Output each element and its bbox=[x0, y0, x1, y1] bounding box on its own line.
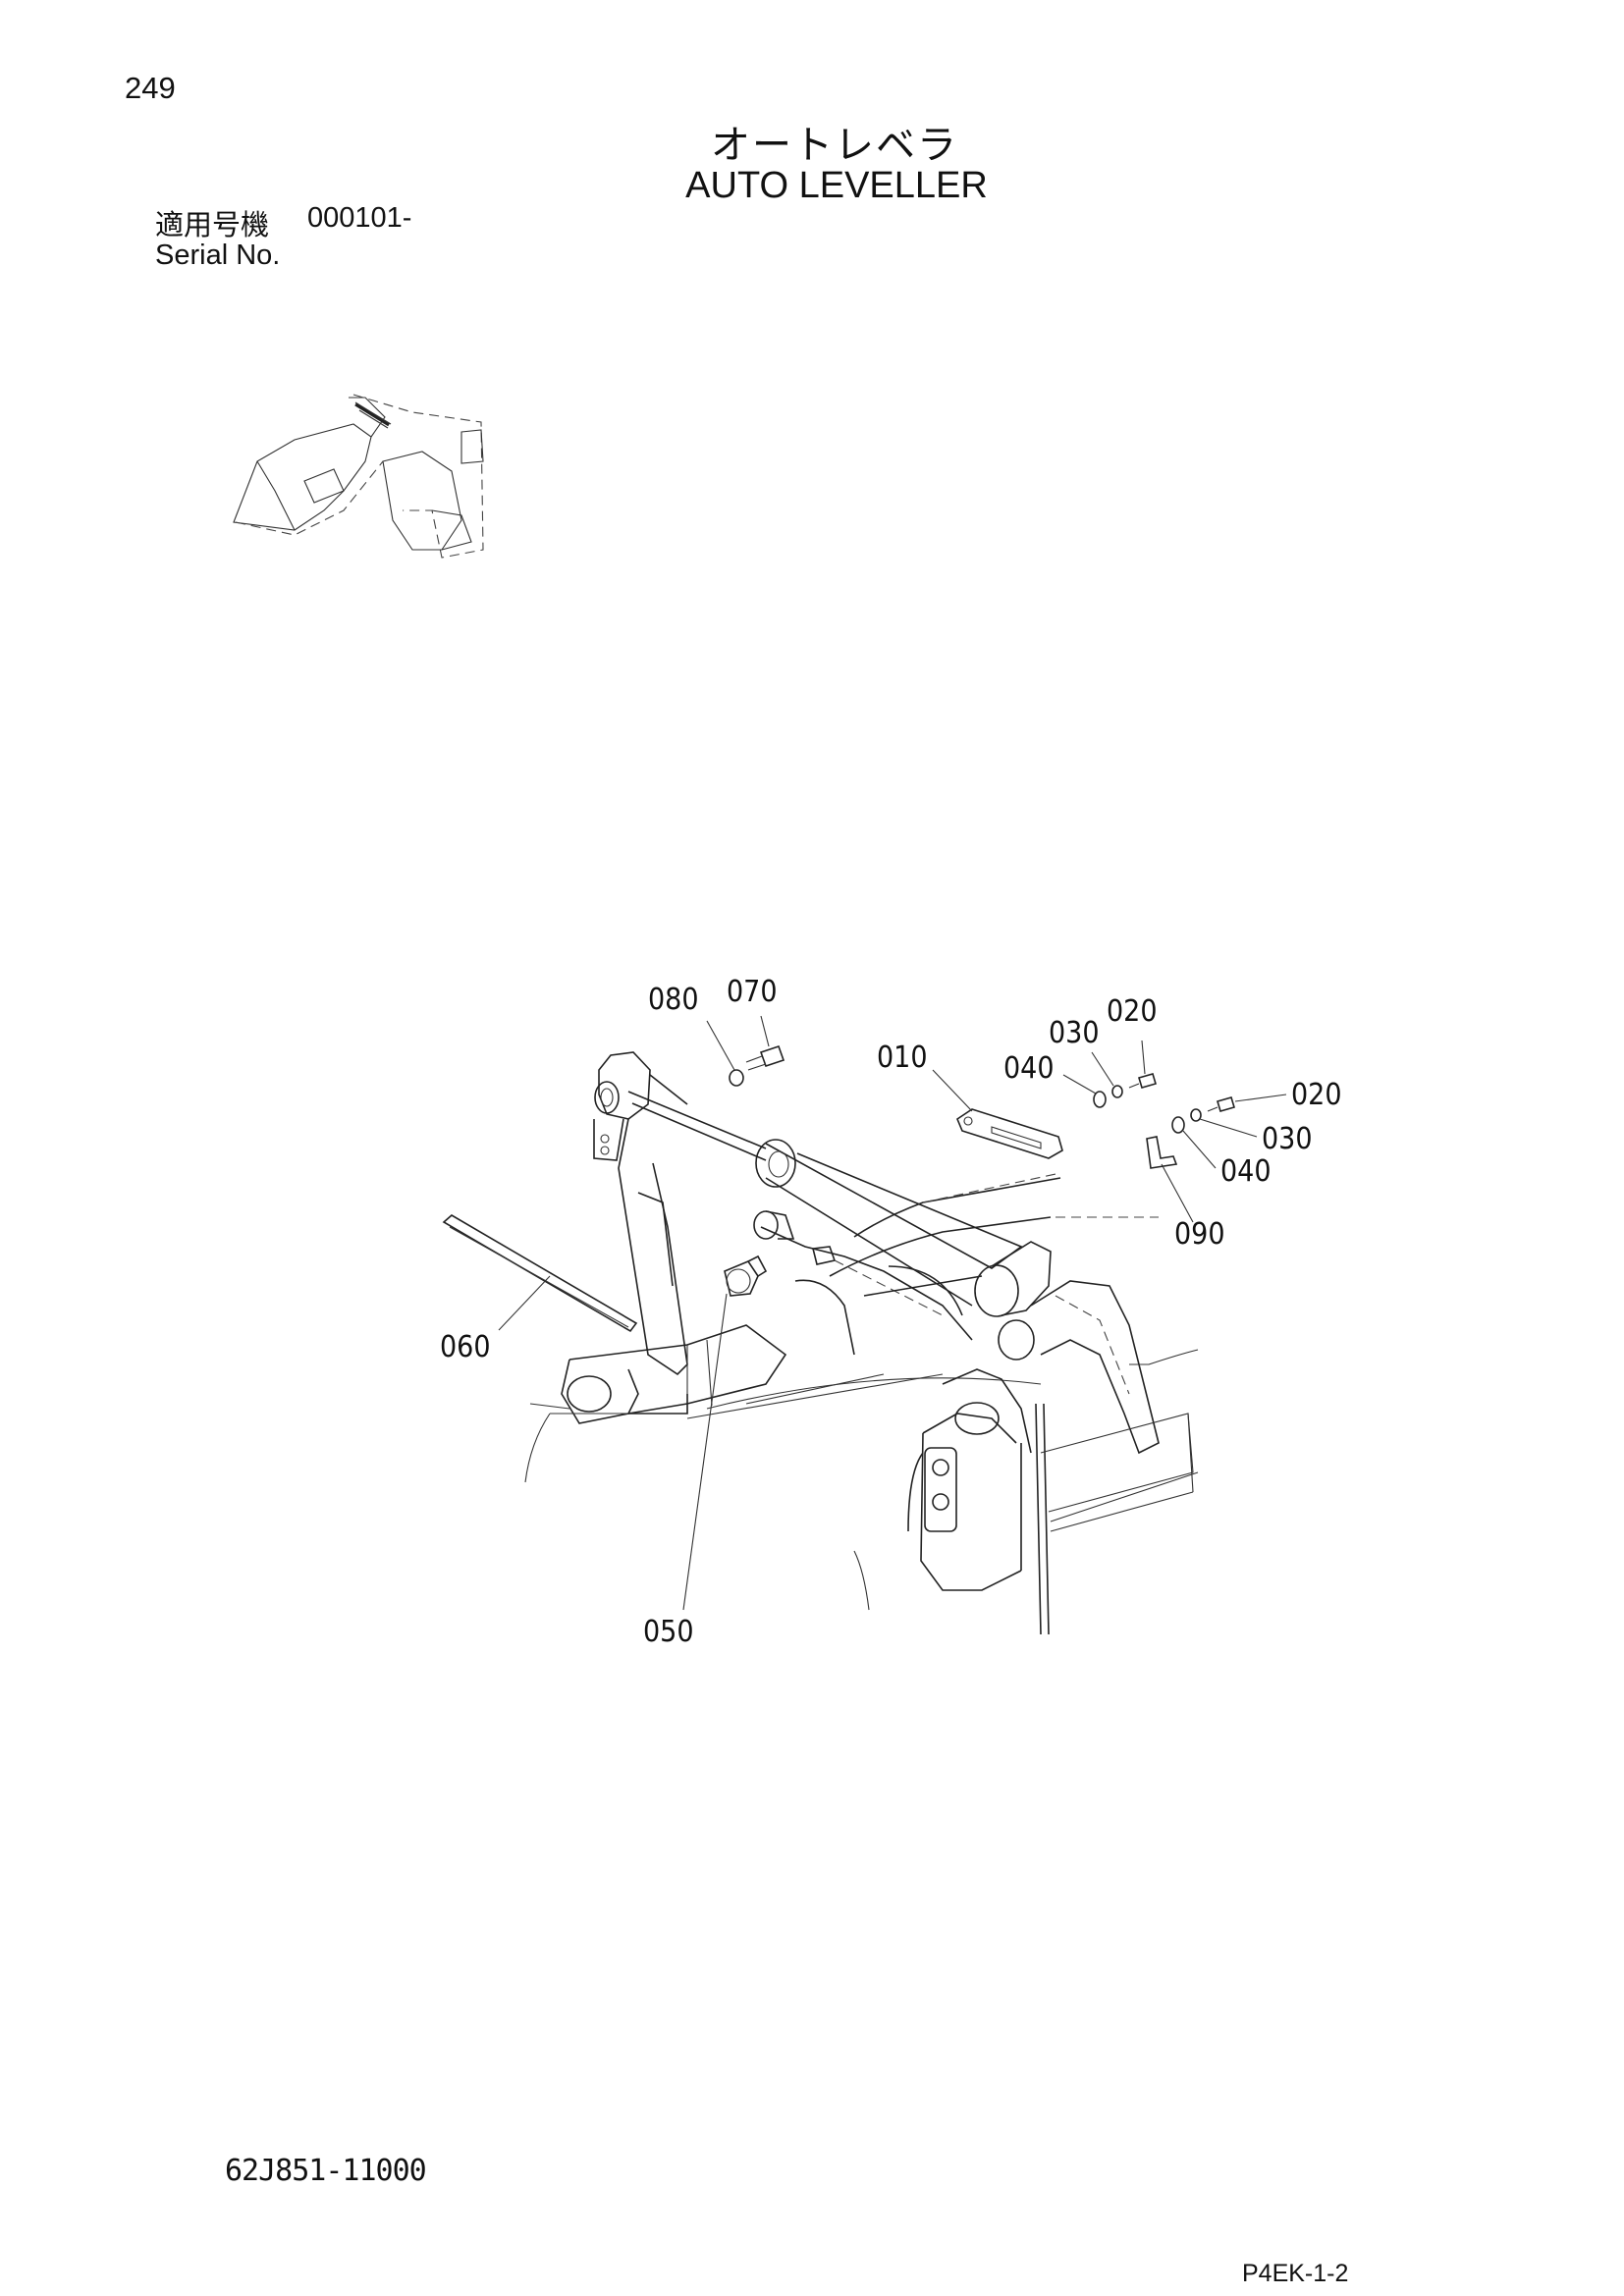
sensor-050 bbox=[724, 1260, 759, 1297]
callout-010: 010 bbox=[877, 1041, 928, 1075]
callout-040-upper: 040 bbox=[1003, 1051, 1055, 1086]
serial-label-japanese: 適用号機 bbox=[155, 208, 270, 241]
serial-value: 000101- bbox=[307, 202, 412, 234]
page-title-japanese: オートレベラ bbox=[711, 123, 958, 168]
page-title: AUTO LEVELLER bbox=[685, 165, 988, 206]
page-number: 249 bbox=[125, 71, 176, 105]
callout-090: 090 bbox=[1174, 1217, 1225, 1252]
callout-030-upper: 030 bbox=[1049, 1016, 1100, 1050]
machine-overview-sketch bbox=[233, 394, 484, 559]
plate-010 bbox=[956, 1108, 1063, 1159]
left-pivot-bracket bbox=[598, 1051, 651, 1120]
callout-020-right: 020 bbox=[1291, 1078, 1342, 1112]
part-code: 62J851-11000 bbox=[225, 2154, 427, 2188]
strap-060 bbox=[442, 1214, 638, 1333]
callout-030-right: 030 bbox=[1262, 1122, 1313, 1156]
callout-080: 080 bbox=[648, 983, 699, 1017]
serial-label: Serial No. bbox=[155, 240, 281, 271]
bracket-090 bbox=[1146, 1136, 1178, 1169]
page-code: P4EK-1-2 bbox=[1242, 2260, 1349, 2287]
callout-040-right: 040 bbox=[1220, 1154, 1272, 1189]
callout-060: 060 bbox=[440, 1330, 491, 1364]
leader-lines bbox=[498, 1015, 1287, 1611]
auto-leveller-assembly bbox=[442, 1044, 1235, 1635]
callout-050: 050 bbox=[643, 1615, 694, 1649]
callout-020-upper: 020 bbox=[1107, 994, 1158, 1029]
callout-070: 070 bbox=[727, 975, 778, 1009]
